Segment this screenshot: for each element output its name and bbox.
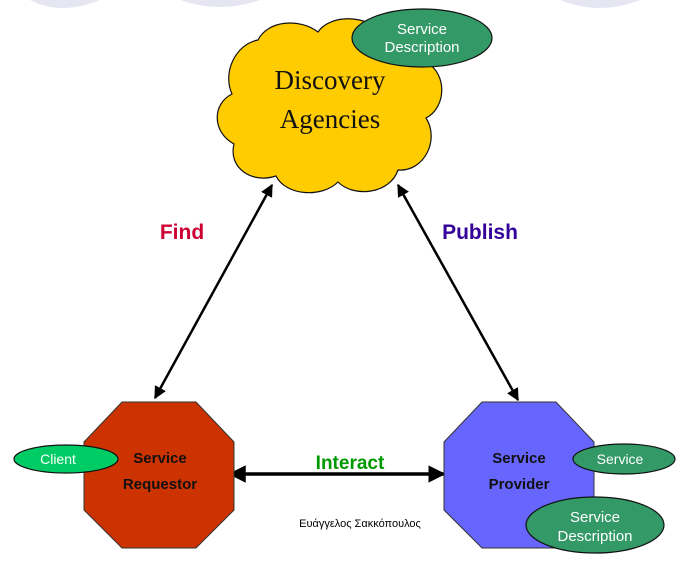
publish-edge (396, 183, 520, 402)
find-edge (153, 183, 274, 400)
publish-label: Publish (442, 221, 518, 244)
service-requestor-node: Service Requestor (83, 401, 235, 549)
interact-label: Interact (316, 453, 385, 474)
find-label: Find (160, 221, 204, 244)
provider-service-label: Service (597, 451, 644, 467)
provider-service-description-node: Service Description (525, 496, 665, 554)
provider-description-line1: Service (570, 509, 620, 526)
agency-title-line1: Discovery (275, 65, 386, 95)
agency-service-description-node: Service Description (351, 8, 493, 68)
provider-label-line2: Provider (489, 476, 550, 493)
client-node: Client (13, 444, 119, 474)
agency-description-line1: Service (397, 21, 447, 38)
author-credit: Ευάγγελος Σακκόπουλος (299, 518, 421, 530)
provider-label-line1: Service (492, 450, 545, 467)
client-label: Client (40, 451, 76, 467)
requestor-label-line2: Requestor (123, 476, 197, 493)
requestor-label-line1: Service (133, 450, 186, 467)
provider-service-node: Service (572, 443, 676, 475)
agency-title-line2: Agencies (280, 104, 380, 134)
provider-description-line2: Description (557, 528, 632, 545)
agency-description-line2: Description (384, 39, 459, 56)
top-decorative-arcs (30, 0, 640, 8)
